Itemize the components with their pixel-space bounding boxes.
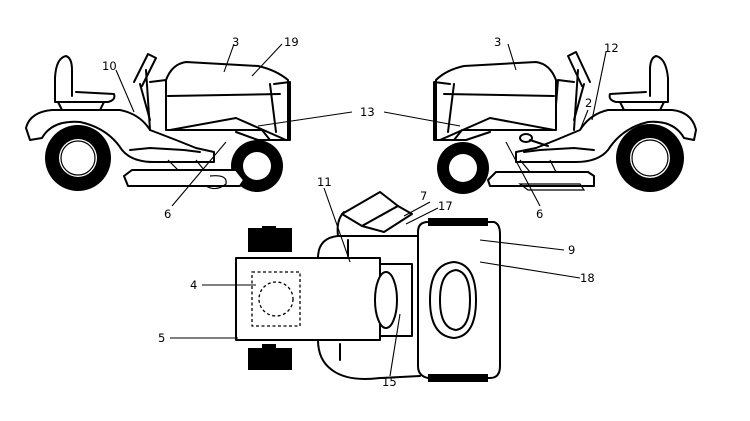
tractor-left-side-view [25,53,291,192]
callout-2: 2 [585,96,592,110]
tractor-right-side-view [433,51,697,194]
callout-9: 9 [568,243,575,257]
callout-15: 15 [382,375,397,389]
callout-labels: 3 19 10 13 6 3 12 2 6 11 7 17 9 18 4 5 1… [102,35,619,389]
callout-18: 18 [580,271,595,285]
callout-6-right: 6 [536,207,543,221]
tractor-top-view [235,191,501,382]
callout-leaders [115,43,607,377]
callout-13: 13 [360,105,375,119]
callout-3-right: 3 [494,35,501,49]
callout-10: 10 [102,59,117,73]
callout-7: 7 [420,189,427,203]
callout-12: 12 [604,41,619,55]
callout-11: 11 [317,175,332,189]
callout-4: 4 [190,278,197,292]
callout-19: 19 [284,35,299,49]
callout-6-left: 6 [164,207,171,221]
callout-3-left: 3 [232,35,239,49]
callout-17: 17 [438,199,453,213]
callout-5: 5 [158,331,165,345]
